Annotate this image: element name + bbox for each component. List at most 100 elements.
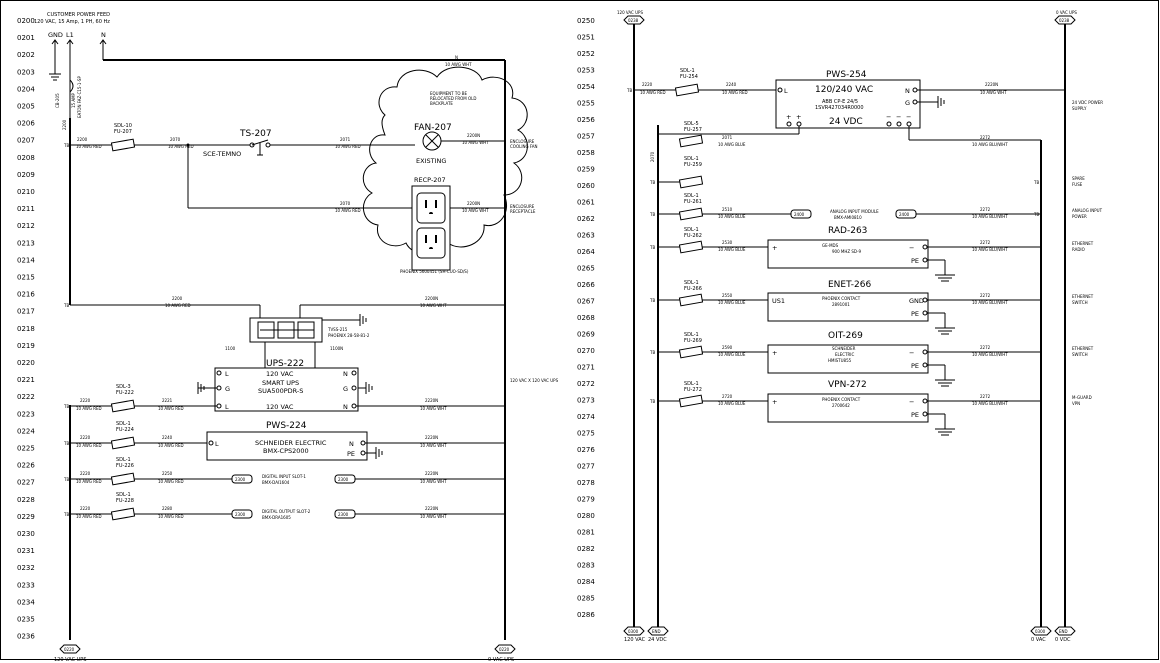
- svg-text:RELOCATED FROM OLD: RELOCATED FROM OLD: [430, 96, 477, 101]
- rung-number: 0206: [17, 120, 35, 128]
- rung-number: 0215: [17, 274, 35, 282]
- recp-207: [411, 185, 505, 271]
- svg-text:24 VDC: 24 VDC: [829, 117, 863, 127]
- svg-text:−: −: [896, 113, 901, 121]
- svg-text:TB: TB: [63, 512, 69, 517]
- fuse-222: [70, 399, 505, 413]
- svg-text:2220: 2220: [80, 435, 91, 440]
- wire-number: 2272: [980, 240, 991, 245]
- svg-text:G: G: [343, 385, 348, 393]
- rung-number: 0227: [17, 479, 35, 487]
- fuse-259-spare: [658, 175, 704, 189]
- wire-number: 2272: [980, 345, 991, 350]
- wire-number: 2590: [722, 345, 733, 350]
- digital-output-slot-2: [70, 507, 505, 521]
- fuse-tag: SDL-1: [684, 332, 699, 338]
- vpn-272: [658, 393, 1041, 436]
- rung-number: 0264: [577, 248, 595, 256]
- ups-note: 120 VAC X 120 VAC UPS: [510, 378, 559, 383]
- svg-text:2200: 2200: [77, 137, 88, 142]
- svg-text:10 AWG WHT: 10 AWG WHT: [420, 406, 447, 411]
- svg-text:ABB CP-E 24/5: ABB CP-E 24/5: [822, 99, 858, 105]
- svg-text:2220N: 2220N: [425, 435, 438, 440]
- svg-text:RECEPTACLE: RECEPTACLE: [510, 209, 536, 214]
- svg-text:0238: 0238: [628, 18, 639, 23]
- svg-text:SDL-5: SDL-5: [684, 121, 699, 127]
- rung-number: 0220: [17, 359, 35, 367]
- fuse-id: FU-269: [684, 338, 702, 344]
- svg-text:2220: 2220: [80, 398, 91, 403]
- svg-text:FU-222: FU-222: [116, 390, 134, 396]
- svg-text:10 AWG RED: 10 AWG RED: [76, 144, 102, 149]
- svg-text:24 VDC: 24 VDC: [648, 637, 667, 643]
- wire-spec: 10 AWG BLU/WHT: [972, 300, 1008, 305]
- svg-text:0238: 0238: [1059, 18, 1070, 23]
- rung-number: 0267: [577, 298, 595, 306]
- svg-text:+: +: [796, 113, 801, 121]
- destination: SWITCH: [1072, 300, 1088, 305]
- rung-number: 0257: [577, 133, 595, 141]
- fan-dest-1: ENCLOSURE: [510, 139, 535, 144]
- terminal-pe: PE: [911, 310, 919, 318]
- digital-input-slot-1: [70, 472, 505, 486]
- enet-266: [658, 292, 1041, 335]
- rung-number: 0285: [577, 595, 595, 603]
- svg-text:SDL-1: SDL-1: [680, 68, 695, 74]
- ts-207-part: SCE-TEMNO: [203, 150, 241, 158]
- rung-number: 0256: [577, 116, 595, 124]
- terminal-minus: −: [909, 244, 914, 252]
- ts-207-switch: [249, 139, 415, 156]
- svg-text:EQUIPMENT TO BE: EQUIPMENT TO BE: [430, 91, 467, 96]
- rung-number: 0276: [577, 446, 595, 454]
- fuse-id: FU-266: [684, 286, 702, 292]
- svg-text:2272: 2272: [980, 207, 991, 212]
- terminal-pe: PE: [911, 362, 919, 370]
- svg-text:SDL-1: SDL-1: [684, 156, 699, 162]
- rung-number: 0209: [17, 171, 35, 179]
- destination: VPN: [1072, 401, 1080, 406]
- device-tag: VPN-272: [828, 380, 867, 390]
- svg-text:1100N: 1100N: [330, 346, 343, 351]
- destination: M-GUARD: [1072, 395, 1092, 400]
- svg-text:10 AWG BLU/WHT: 10 AWG BLU/WHT: [972, 214, 1008, 219]
- svg-text:0 VAC UPS: 0 VAC UPS: [488, 657, 514, 663]
- terminal-minus: GND: [909, 297, 924, 305]
- svg-text:TB: TB: [63, 143, 69, 148]
- svg-text:2221: 2221: [162, 398, 173, 403]
- svg-text:BMX-DAI1604: BMX-DAI1604: [262, 480, 290, 485]
- svg-text:BMX-DRA1605: BMX-DRA1605: [262, 515, 291, 520]
- rung-number: 0205: [17, 103, 35, 111]
- rung-number: 0230: [17, 530, 35, 538]
- terminal-label: TB: [649, 399, 655, 404]
- gnd-feed: [49, 39, 61, 81]
- svg-text:2300: 2300: [338, 477, 349, 482]
- rung-number: 0213: [17, 239, 35, 247]
- rung-number: 0286: [577, 611, 595, 619]
- rung-number: 0229: [17, 513, 35, 521]
- ups-222: [197, 355, 359, 412]
- fuse-tag: SDL-1: [684, 381, 699, 387]
- device-model: 2700642: [832, 403, 850, 408]
- svg-text:FUSE: FUSE: [1072, 182, 1083, 187]
- svg-text:120 VAC UPS: 120 VAC UPS: [54, 657, 87, 663]
- wire-number: 2530: [722, 240, 733, 245]
- svg-text:TB: TB: [649, 180, 655, 185]
- svg-text:END: END: [1059, 629, 1068, 634]
- svg-text:10 AWG BLUE: 10 AWG BLUE: [718, 214, 746, 219]
- svg-text:BACKPLATE: BACKPLATE: [430, 101, 453, 106]
- fuse-tag: SDL-1: [684, 227, 699, 233]
- fuse-207: [70, 138, 250, 152]
- svg-text:2300: 2300: [338, 512, 349, 517]
- svg-text:SUPPLY: SUPPLY: [1072, 106, 1087, 111]
- svg-text:2300: 2300: [235, 477, 246, 482]
- rung-number: 0262: [577, 215, 595, 223]
- terminal-pe: PE: [911, 411, 919, 419]
- svg-text:120 VAC: 120 VAC: [266, 403, 294, 411]
- svg-text:ENCLOSURE: ENCLOSURE: [510, 204, 535, 209]
- rung-number: 0260: [577, 182, 595, 190]
- svg-text:10 AWG WHT: 10 AWG WHT: [420, 443, 447, 448]
- rung-number: 0263: [577, 232, 595, 240]
- analog-input-power: [658, 207, 1041, 221]
- svg-text:SDL-10: SDL-10: [114, 123, 132, 129]
